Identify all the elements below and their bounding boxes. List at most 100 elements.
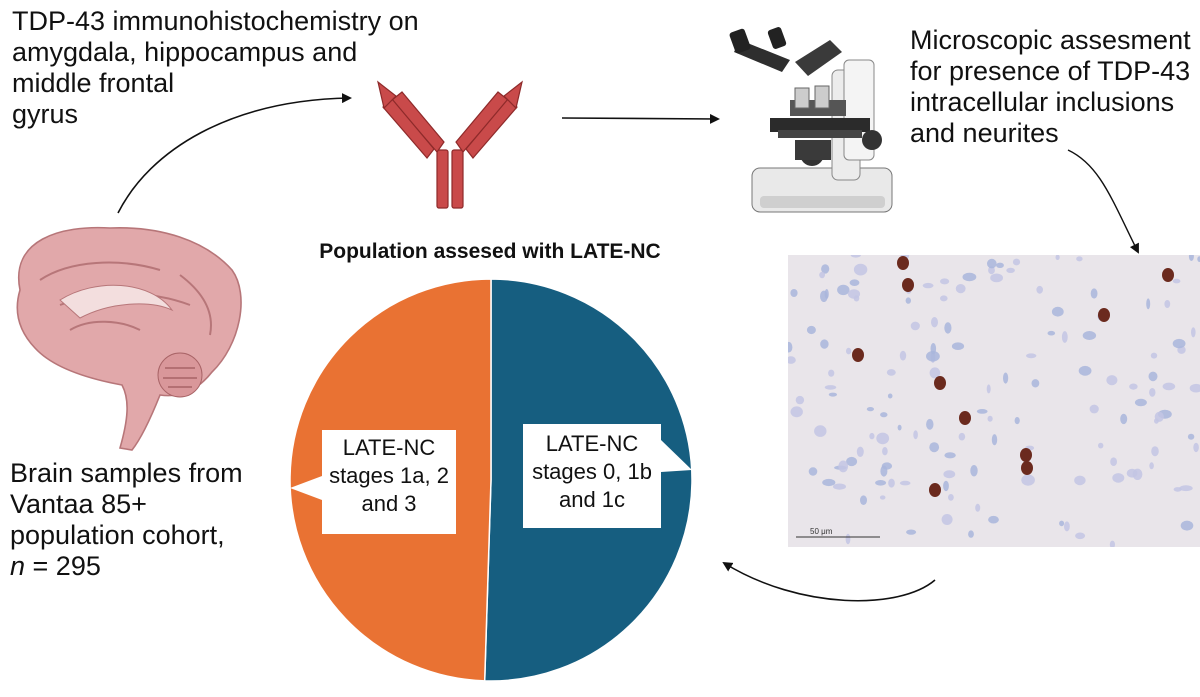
- micrograph-nucleus: [1187, 433, 1195, 440]
- micrograph-inclusion: [1162, 268, 1174, 282]
- micrograph-nucleus: [837, 284, 850, 296]
- micrograph-nucleus: [849, 279, 860, 286]
- micrograph-nucleus: [1006, 267, 1015, 273]
- micrograph-nucleus: [1179, 485, 1193, 492]
- callout-right: LATE-NC stages 0, 1b and 1c: [523, 424, 661, 528]
- micrograph-inclusion: [897, 256, 909, 270]
- micrograph-nucleus: [906, 529, 917, 535]
- micrograph-nucleus: [1036, 285, 1043, 294]
- micrograph-nucleus: [899, 350, 907, 361]
- micrograph-nucleus: [838, 460, 849, 473]
- micrograph-nucleus: [1164, 300, 1171, 308]
- brain-icon: [16, 226, 242, 451]
- micrograph-nucleus: [987, 258, 997, 269]
- micrograph-nucleus: [926, 418, 934, 430]
- callout-right-line-1: LATE-NC: [545, 431, 639, 456]
- micrograph-nucleus: [888, 478, 895, 488]
- microscopy-text-line-1: Microscopic assesment: [910, 25, 1191, 55]
- micrograph-nucleus: [1076, 256, 1083, 262]
- micrograph-nucleus: [1026, 353, 1037, 359]
- micrograph-nucleus: [943, 480, 949, 492]
- micrograph-nucleus: [853, 263, 868, 276]
- micrograph-nucleus: [1055, 255, 1060, 260]
- micrograph-nucleus: [869, 432, 875, 440]
- micrograph-inclusion: [852, 348, 864, 362]
- micrograph-nucleus: [944, 322, 952, 334]
- micrograph-nucleus: [1012, 258, 1021, 266]
- micrograph-nucleus: [1151, 446, 1159, 457]
- micrograph-inclusion: [934, 376, 946, 390]
- micrograph-nucleus: [1193, 442, 1199, 453]
- micrograph-nucleus: [886, 369, 896, 376]
- micrograph-nucleus: [897, 424, 902, 431]
- arrow-image-to-pie: [722, 561, 936, 602]
- micrograph-nucleus: [955, 284, 966, 294]
- brain-text-line-2: Vantaa 85+: [10, 489, 147, 519]
- micrograph-nucleus: [991, 434, 998, 446]
- micrograph-nucleus: [1150, 352, 1158, 359]
- micrograph-nucleus: [1180, 520, 1194, 531]
- micrograph-nucleus: [808, 467, 818, 476]
- micrograph-nucleus: [1075, 532, 1086, 540]
- micrograph-nucleus: [975, 503, 981, 512]
- micrograph-nucleus: [1098, 442, 1104, 449]
- micrograph-nucleus: [1064, 521, 1070, 532]
- micrograph-nucleus: [940, 278, 950, 285]
- micrograph-nucleus: [1189, 383, 1200, 393]
- micrograph-nucleus: [822, 478, 836, 487]
- micrograph-nucleus: [824, 385, 837, 390]
- micrograph-nucleus: [806, 325, 816, 335]
- micrograph-inclusion: [929, 483, 941, 497]
- micrograph-nucleus: [987, 415, 993, 422]
- arrow-staining-to-microscope: [561, 113, 720, 124]
- micrograph-nucleus: [788, 341, 793, 353]
- micrograph-nucleus: [1191, 327, 1196, 338]
- micrograph-nucleus: [1188, 255, 1194, 261]
- micrograph-nucleus: [1074, 475, 1086, 486]
- micrograph-nucleus: [1014, 417, 1020, 425]
- micrograph-nucleus: [962, 272, 977, 282]
- brain-text-line-1: Brain samples from: [10, 458, 243, 488]
- micrograph-nucleus: [1112, 473, 1125, 483]
- micrograph-nucleus: [958, 432, 966, 441]
- micrograph-nucleus: [1003, 372, 1009, 384]
- micrograph-nucleus: [847, 289, 861, 299]
- microscopy-text: Microscopic assesment for presence of TD…: [910, 25, 1200, 149]
- micrograph-inclusion: [1098, 308, 1110, 322]
- micrograph-nucleus: [1061, 331, 1068, 343]
- micrograph-nucleus: [1110, 457, 1117, 466]
- micrograph-nucleus: [1047, 330, 1056, 336]
- micrograph-nucleus: [1090, 288, 1098, 299]
- micrograph-nucleus: [986, 384, 991, 394]
- microscopy-text-line-4: and neurites: [910, 118, 1059, 148]
- arrow-microscope-to-image: [1067, 149, 1139, 254]
- micrograph-nucleus: [1059, 520, 1065, 527]
- micrograph-nucleus: [913, 430, 918, 440]
- n-symbol: n: [10, 551, 26, 581]
- micrograph-nucleus: [929, 367, 941, 379]
- micrograph-nucleus: [881, 462, 893, 470]
- pie-title: Population assesed with LATE-NC: [319, 240, 661, 263]
- micrograph-nucleus: [846, 347, 852, 355]
- microscopy-text-line-2: for presence of TDP-43: [910, 56, 1191, 86]
- micrograph-nucleus: [1197, 256, 1200, 262]
- micrograph-inclusion: [1021, 461, 1033, 475]
- tdp43-text-line-2: amygdala, hippocampus and middle frontal: [12, 37, 358, 98]
- micrograph-nucleus: [968, 530, 974, 538]
- micrograph-nucleus: [856, 446, 864, 457]
- micrograph-nucleus: [1089, 404, 1099, 414]
- micrograph-nucleus: [941, 514, 953, 525]
- micrograph-nucleus: [860, 495, 867, 505]
- scale-bar-label: 50 μm: [810, 527, 833, 536]
- micrograph-nucleus: [926, 351, 940, 362]
- micrograph-nucleus: [1154, 411, 1164, 422]
- tdp43-text-line-3: gyrus: [12, 99, 79, 129]
- micrograph-nucleus: [1106, 375, 1118, 386]
- micrograph-nucleus: [876, 432, 890, 445]
- micrograph-nucleus: [820, 339, 829, 349]
- micrograph-nucleus: [943, 470, 956, 479]
- micrograph-nucleus: [1146, 298, 1151, 310]
- micrograph-nucleus: [922, 282, 934, 289]
- micrograph-nucleus: [944, 452, 956, 459]
- micrograph-nucleus: [795, 395, 805, 405]
